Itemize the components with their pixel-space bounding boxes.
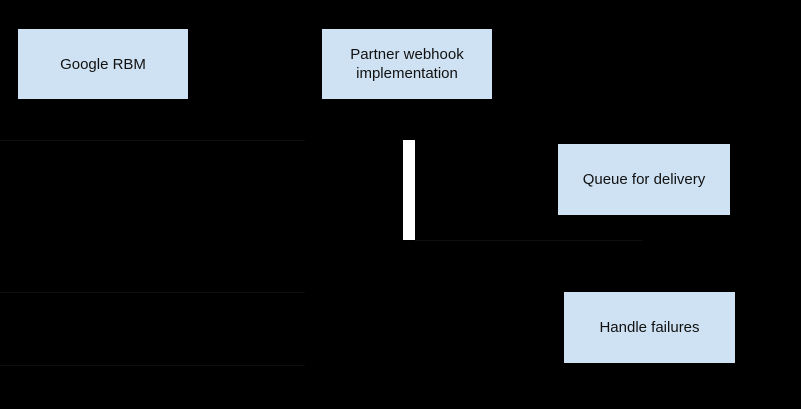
message-line-top — [0, 140, 305, 141]
box-google-rbm: Google RBM — [18, 29, 188, 99]
message-line-middle — [0, 292, 305, 293]
box-handle-failures: Handle failures — [564, 292, 735, 363]
activation-bar — [403, 140, 415, 240]
box-queue-for-delivery: Queue for delivery — [558, 144, 730, 215]
box-partner-webhook-implementation: Partner webhook implementation — [322, 29, 492, 99]
message-line-bottom — [0, 365, 305, 366]
message-line-to-queue — [415, 240, 643, 241]
